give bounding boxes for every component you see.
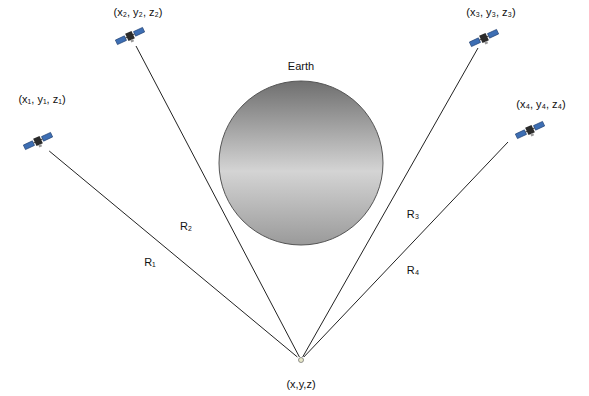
receiver-dot [299, 358, 304, 363]
coordinate-label: (x₂, y₂, z₂) [114, 6, 163, 19]
range-line [136, 46, 299, 357]
body-label: Earth [288, 60, 314, 73]
satellite-node: (x₂, y₂, z₂) [100, 6, 176, 46]
earth-node: Earth [219, 60, 383, 246]
satellite-node: (x₃, y₃, z₃) [448, 6, 534, 48]
range-label: R₃ [406, 208, 420, 221]
coordinate-label: (x,y,z) [286, 378, 315, 391]
satellite-icon [23, 131, 55, 153]
satellite-icon [515, 120, 547, 142]
coordinate-label: (x₁, y₁, z₁) [18, 93, 65, 106]
coordinate-label: (x₃, y₃, z₃) [466, 6, 516, 19]
coordinate-label: (x₄, y₄, z₄) [516, 98, 566, 111]
range-label: R₂ [179, 220, 193, 233]
range-line [49, 151, 297, 357]
receiver-node: (x,y,z) [270, 357, 332, 391]
range-line [304, 142, 508, 357]
satellite-node: (x₁, y₁, z₁) [4, 93, 80, 151]
satellite-icon [469, 28, 501, 50]
satellite-icon [115, 26, 147, 48]
range-line [303, 48, 478, 357]
range-label: R₁ [143, 256, 157, 269]
range-label: R₄ [406, 264, 420, 277]
earth-globe [219, 81, 383, 245]
satellite-node: (x₄, y₄, z₄) [498, 98, 584, 142]
